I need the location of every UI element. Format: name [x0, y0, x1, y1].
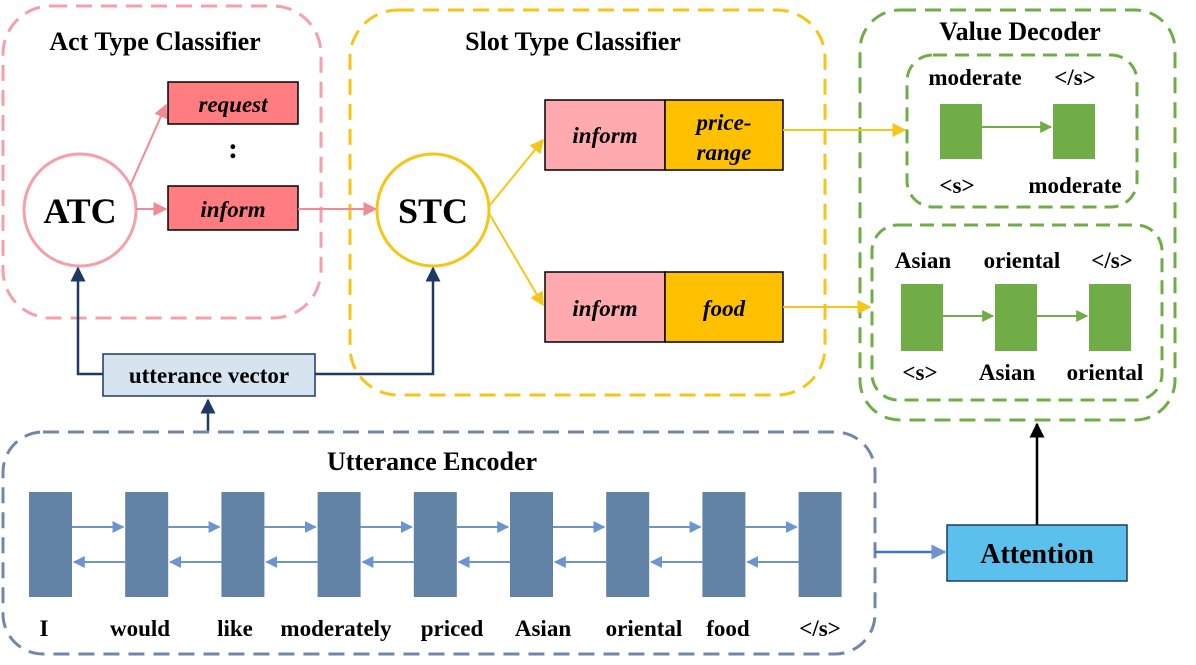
utterance-vector-box	[102, 353, 316, 397]
stc-node-label: STC	[398, 191, 468, 231]
utterance-encoder-border	[1, 430, 877, 656]
act-type-classifier-border	[1, 4, 323, 320]
inform-act-label: inform	[200, 197, 265, 222]
atc-node-label: ATC	[43, 191, 116, 231]
decoder2-cell-3	[1089, 284, 1131, 351]
stc-to-food-arrow	[489, 214, 544, 307]
encoder-cell-5	[413, 492, 457, 597]
encoder-cell-2	[125, 492, 169, 597]
stc-node	[375, 152, 491, 268]
encoder-token-1: I	[40, 616, 49, 641]
decoder2-input-1: <s>	[902, 360, 937, 385]
encoder-token-4: moderately	[280, 616, 392, 641]
food-act-label: inform	[572, 296, 637, 321]
act-type-classifier: Act Type Classifier ATC request : inform	[1, 4, 323, 320]
decoder1-input-2: moderate	[1028, 173, 1121, 198]
value-decoder-border	[858, 8, 1177, 422]
decoder2-cell-1	[901, 284, 943, 351]
decoder1-cell-2	[1053, 104, 1095, 159]
food-slot-label: food	[703, 296, 746, 321]
encoder-token-9: </s>	[799, 616, 841, 641]
encoder-token-2: would	[110, 616, 170, 641]
act-type-classifier-title: Act Type Classifier	[49, 27, 260, 56]
decoder1-output-2: </s>	[1054, 65, 1096, 90]
encoder-cell-8	[702, 492, 746, 597]
price-range-slot-box	[664, 99, 784, 171]
vector-to-atc-arrow	[70, 266, 103, 376]
encoder-cells	[29, 492, 842, 597]
slot-type-classifier-title: Slot Type Classifier	[465, 27, 681, 56]
utterance-encoder-title: Utterance Encoder	[327, 447, 537, 476]
request-act-box	[167, 81, 299, 125]
utterance-vector-group: utterance vector	[70, 266, 441, 432]
value-decoder: Value Decoder moderate </s> <s> moderate…	[783, 8, 1177, 422]
vector-to-stc-arrow	[315, 266, 441, 376]
attention-label: Attention	[980, 539, 1094, 570]
encoder-cell-4	[317, 492, 361, 597]
decoder2-input-3: oriental	[1067, 360, 1144, 385]
value-decoder-title: Value Decoder	[939, 17, 1101, 46]
attention-group: Attention	[875, 422, 1128, 582]
decoder2-border	[870, 223, 1164, 402]
stc-to-price-range-arrow	[489, 138, 544, 206]
decoder2-output-1: Asian	[895, 248, 951, 273]
decoder1-border	[905, 53, 1139, 209]
price-range-act-label: inform	[572, 123, 637, 148]
decoder1-input-1: <s>	[939, 173, 974, 198]
decoder2-cell-2	[995, 284, 1037, 351]
slot-type-classifier: Slot Type Classifier STC inform price- r…	[298, 8, 827, 397]
food-act-box	[544, 271, 666, 343]
act-ellipsis: :	[228, 132, 238, 165]
decoder1-output-1: moderate	[928, 65, 1021, 90]
decoder2-output-3: </s>	[1091, 248, 1133, 273]
encoder-token-8: food	[706, 616, 750, 641]
price-range-slot-label-line1: price-	[695, 110, 752, 135]
encoder-token-6: Asian	[515, 616, 571, 641]
encoder-token-5: priced	[421, 616, 484, 641]
price-range-slot-label-line2: range	[697, 140, 752, 165]
encoder-cell-1	[29, 492, 72, 597]
decoder1-cell-1	[940, 104, 982, 159]
encoder-cell-7	[606, 492, 650, 597]
encoder-cell-9	[798, 492, 842, 597]
decoder2-output-2: oriental	[984, 248, 1061, 273]
utterance-vector-label: utterance vector	[129, 363, 289, 388]
encoder-token-7: oriental	[606, 616, 683, 641]
request-act-label: request	[199, 92, 269, 117]
encoder-cell-3	[221, 492, 265, 597]
decoder2-input-2: Asian	[979, 360, 1035, 385]
encoder-token-3: like	[217, 616, 253, 641]
food-slot-box	[664, 271, 784, 343]
encoder-cell-6	[510, 492, 553, 597]
slot-type-classifier-border	[348, 8, 827, 397]
atc-to-request-arrow	[129, 103, 168, 187]
